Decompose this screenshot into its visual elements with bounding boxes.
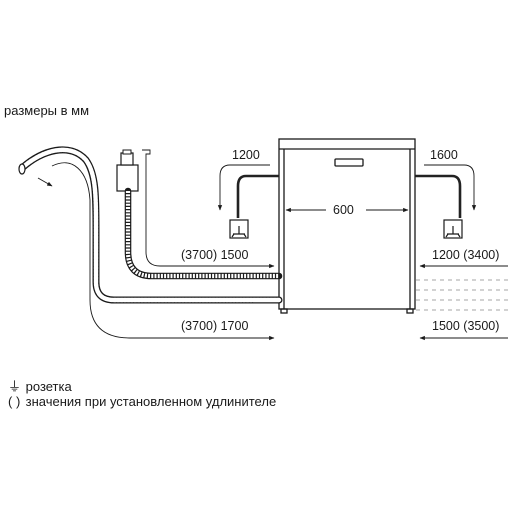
legend-socket: ⏚ розетка bbox=[8, 376, 72, 395]
label-left-top: 1200 bbox=[232, 148, 260, 162]
extension-symbol: ( ) bbox=[8, 394, 21, 409]
socket-icon: ⏚ bbox=[8, 379, 22, 394]
aquastop-valve-icon bbox=[116, 149, 139, 192]
dimension-left-top bbox=[217, 164, 270, 211]
legend-extension-text: значения при установленном удлинителе bbox=[25, 394, 277, 409]
hose-icon bbox=[18, 146, 283, 304]
units-caption: размеры в мм bbox=[4, 103, 89, 118]
socket-icon bbox=[229, 219, 463, 239]
inlet-hose bbox=[124, 187, 283, 280]
legend-socket-text: розетка bbox=[25, 379, 72, 394]
label-right-bottom: 1500 (3500) bbox=[432, 319, 499, 333]
extension-lines bbox=[416, 279, 508, 311]
label-left-mid: (3700) 1500 bbox=[181, 248, 248, 262]
dishwasher-outline bbox=[278, 138, 416, 314]
dimension-inlet bbox=[142, 149, 275, 269]
label-width: 600 bbox=[333, 203, 354, 217]
dimension-drain bbox=[37, 162, 275, 341]
label-left-bottom: (3700) 1700 bbox=[181, 319, 248, 333]
power-cable bbox=[236, 174, 462, 218]
dimension-right-top bbox=[424, 164, 477, 211]
label-right-mid: 1200 (3400) bbox=[432, 248, 499, 262]
label-right-top: 1600 bbox=[430, 148, 458, 162]
dimension-right bbox=[419, 263, 508, 341]
legend-extension: ( ) значения при установленном удлинител… bbox=[8, 394, 276, 409]
